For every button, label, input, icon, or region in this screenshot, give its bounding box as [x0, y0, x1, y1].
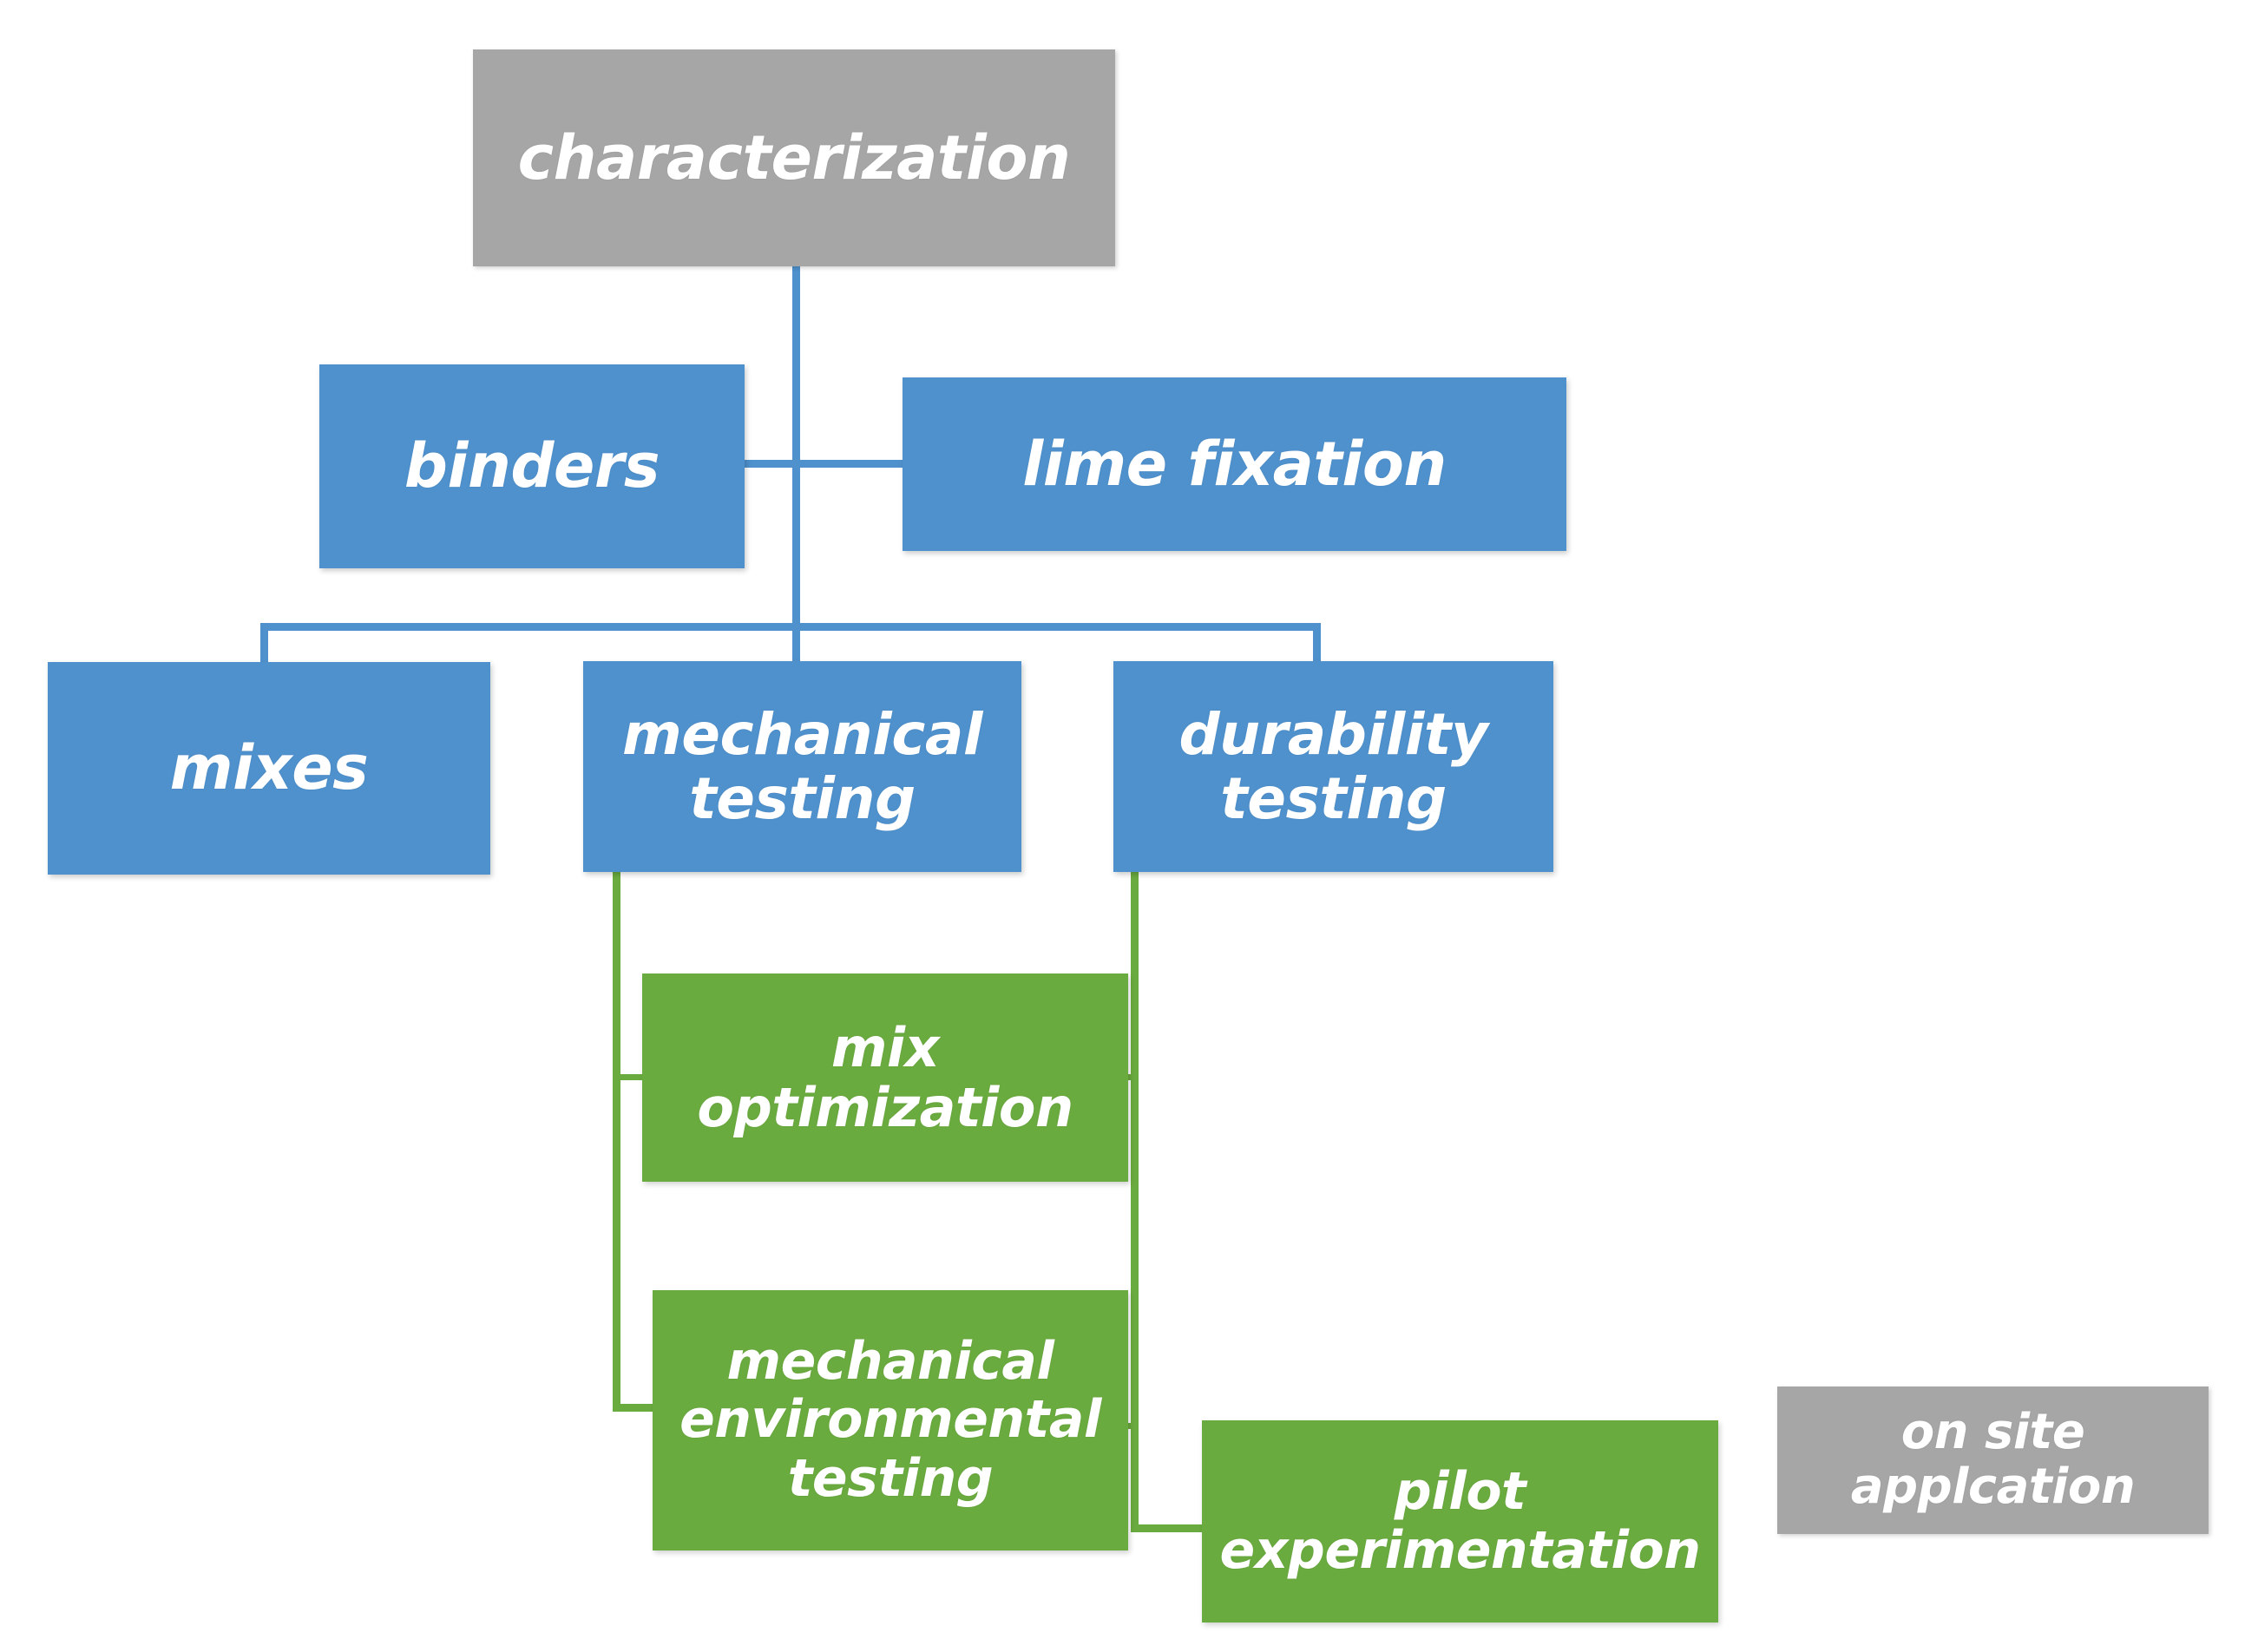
node-mix-optimization-label: mix optimization [697, 1015, 1073, 1139]
node-durability-testing[interactable]: durability testing [1113, 661, 1553, 872]
connector-level2-distributor [260, 623, 1321, 631]
node-lime-fixation-label: lime fixation [1022, 428, 1447, 500]
connector-rail-to-mix-optimization-left [613, 1074, 647, 1080]
node-durability-testing-label: durability testing [1178, 700, 1488, 832]
node-mechanical-testing-label: mechanical testing [621, 700, 983, 832]
node-characterization-label: characterization [517, 121, 1071, 193]
connector-characterization-spine [792, 266, 800, 631]
connector-durability-testing-rail [1131, 872, 1139, 1531]
node-mechanical-environmental-testing[interactable]: mechanical environmental testing [653, 1290, 1128, 1550]
node-mechanical-environmental-testing-label: mechanical environmental testing [679, 1331, 1101, 1509]
connector-rail-to-pilot-experimentation [1131, 1524, 1216, 1532]
connector-drop-to-mechanical-testing [792, 623, 800, 665]
node-mix-optimization[interactable]: mix optimization [642, 974, 1128, 1182]
node-pilot-experimentation-label: pilot experimentation [1219, 1461, 1701, 1581]
node-pilot-experimentation[interactable]: pilot experimentation [1202, 1420, 1718, 1622]
node-lime-fixation[interactable]: lime fixation [903, 377, 1566, 551]
node-on-site-application[interactable]: on site applcation [1777, 1386, 2209, 1534]
node-mixes-label: mixes [169, 732, 369, 804]
node-mixes[interactable]: mixes [48, 662, 490, 875]
connector-rail-to-mech-env-testing-left [613, 1404, 658, 1412]
node-binders-label: binders [404, 430, 660, 502]
connector-mechanical-testing-rail [613, 872, 620, 1410]
connector-binders-to-lime-fixation [733, 460, 911, 468]
node-mechanical-testing[interactable]: mechanical testing [583, 661, 1021, 872]
node-binders[interactable]: binders [319, 364, 745, 568]
connector-drop-to-mixes [260, 623, 268, 665]
connector-drop-to-durability-testing [1313, 623, 1321, 665]
node-characterization[interactable]: characterization [473, 49, 1115, 266]
node-on-site-application-label: on site applcation [1850, 1404, 2136, 1515]
